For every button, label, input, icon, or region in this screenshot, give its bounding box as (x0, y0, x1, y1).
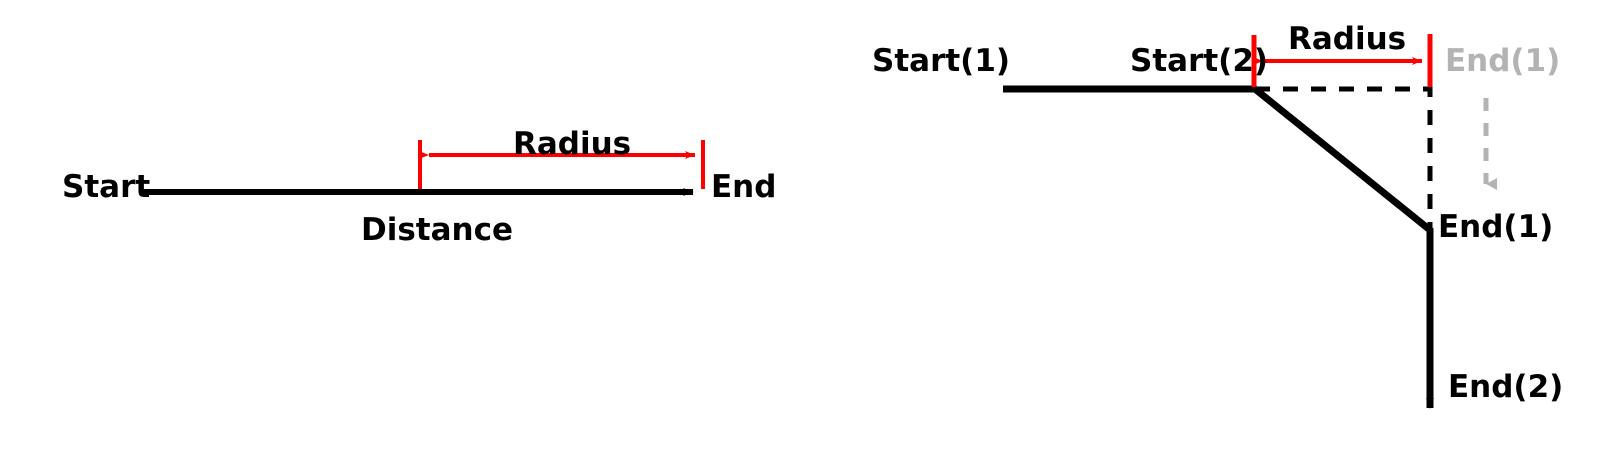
label-start-1: Start(1) (872, 43, 1011, 79)
label-end: End (711, 169, 777, 205)
label-radius-right: Radius (1288, 21, 1407, 57)
label-start: Start (62, 169, 151, 205)
label-end-1: End(1) (1438, 209, 1554, 245)
original-corner-dashed-outline (1255, 86, 1433, 232)
label-start-2: Start(2) (1130, 43, 1269, 79)
two-segment-fillet-diagram (1003, 34, 1497, 409)
filleted-path (1003, 85, 1434, 409)
label-distance: Distance (361, 212, 514, 248)
label-end-2: End(2) (1448, 369, 1564, 405)
label-radius-left: Radius (513, 126, 632, 162)
label-end-1-original: End(1) (1445, 43, 1561, 79)
single-segment-diagram (140, 140, 705, 196)
